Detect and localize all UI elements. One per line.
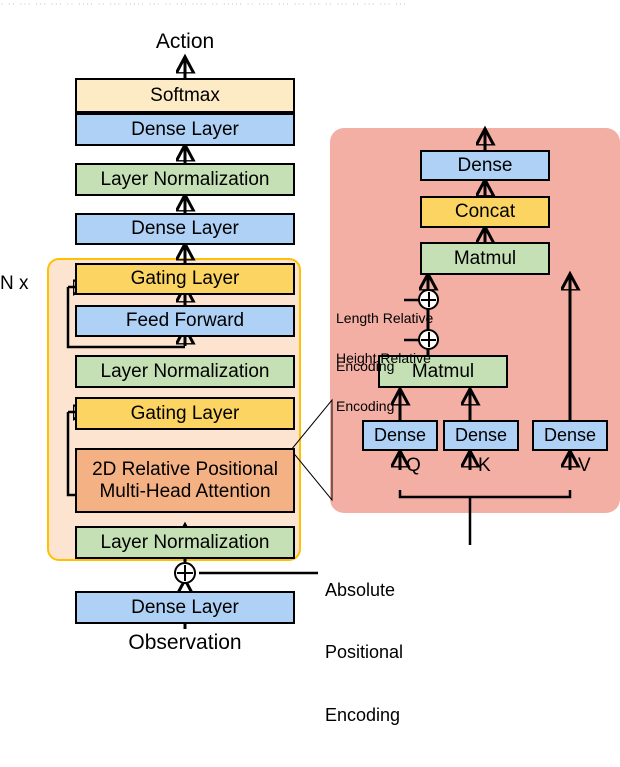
detail-block-dense-v[interactable]: Dense bbox=[532, 420, 608, 451]
block-dense-top[interactable]: Dense Layer bbox=[75, 113, 295, 146]
block-label: Layer Normalization bbox=[100, 168, 270, 190]
lre-line-1: Length Relative bbox=[336, 310, 434, 327]
hre-line-1: Height Relative bbox=[336, 350, 431, 367]
absolute-positional-encoding-label: Absolute Positional Encoding bbox=[325, 539, 403, 767]
block-label: Gating Layer bbox=[130, 268, 240, 290]
top-caption-faded: · ·· ··· ··· ··· ·· ···· ·· ··· ····· ··… bbox=[0, 0, 407, 10]
block-label: Dense bbox=[373, 425, 427, 446]
lre-line-2: Encoding bbox=[336, 358, 395, 375]
block-layernorm-mid[interactable]: Layer Normalization bbox=[75, 355, 295, 388]
block-feed-forward[interactable]: Feed Forward bbox=[75, 305, 295, 337]
block-label: Gating Layer bbox=[130, 402, 240, 424]
block-label: Matmul bbox=[411, 360, 475, 382]
output-label-action: Action bbox=[155, 30, 215, 53]
block-label: Dense Layer bbox=[131, 596, 239, 618]
block-label: Dense Layer bbox=[131, 218, 239, 240]
block-2d-relative-positional-attention[interactable]: 2D Relative Positional Multi-Head Attent… bbox=[75, 448, 295, 513]
ape-line-1: Absolute bbox=[325, 580, 396, 601]
ape-line-2: Positional bbox=[325, 642, 404, 663]
add-length-relative-encoding[interactable] bbox=[418, 289, 439, 310]
detail-block-matmul-top[interactable]: Matmul bbox=[420, 242, 550, 275]
v-label: V bbox=[578, 455, 591, 476]
block-label: 2D Relative Positional Multi-Head Attent… bbox=[92, 459, 278, 502]
block-label: Dense bbox=[457, 154, 513, 176]
block-label: Dense bbox=[543, 425, 597, 446]
ape-line-3: Encoding bbox=[325, 704, 401, 725]
block-dense-second[interactable]: Dense Layer bbox=[75, 213, 295, 245]
block-softmax[interactable]: Softmax bbox=[75, 78, 295, 113]
block-label: Dense Layer bbox=[131, 118, 239, 140]
block-label: Matmul bbox=[453, 247, 517, 269]
hre-line-2: Encoding bbox=[336, 398, 395, 415]
block-layernorm-top[interactable]: Layer Normalization bbox=[75, 163, 295, 196]
figure-canvas: · ·· ··· ··· ··· ·· ···· ·· ··· ····· ··… bbox=[0, 0, 620, 725]
block-label: Layer Normalization bbox=[100, 360, 270, 382]
k-label: K bbox=[478, 455, 491, 476]
detail-block-dense-q[interactable]: Dense bbox=[362, 420, 438, 451]
detail-block-dense-out[interactable]: Dense bbox=[420, 150, 550, 181]
block-label: Dense bbox=[454, 425, 508, 446]
block-gating-lower[interactable]: Gating Layer bbox=[75, 397, 295, 430]
detail-block-matmul-bottom[interactable]: Matmul bbox=[378, 355, 508, 388]
length-relative-encoding-label: Length Relative Encoding bbox=[336, 278, 433, 407]
q-label: Q bbox=[406, 455, 421, 476]
detail-block-concat[interactable]: Concat bbox=[420, 196, 550, 228]
block-label: Feed Forward bbox=[125, 310, 245, 332]
block-label: Layer Normalization bbox=[100, 531, 270, 553]
block-layernorm-bottom[interactable]: Layer Normalization bbox=[75, 526, 295, 559]
height-relative-encoding-label: Height Relative Encoding bbox=[336, 318, 431, 447]
block-label: Softmax bbox=[150, 84, 220, 106]
input-label-observation: Observation bbox=[128, 631, 242, 654]
detail-block-dense-k[interactable]: Dense bbox=[443, 420, 519, 451]
add-height-relative-encoding[interactable] bbox=[418, 329, 439, 350]
block-dense-bottom[interactable]: Dense Layer bbox=[75, 591, 295, 624]
block-gating-upper[interactable]: Gating Layer bbox=[75, 263, 295, 295]
block-label: Concat bbox=[454, 201, 516, 223]
repeat-count-label: N x bbox=[0, 273, 29, 294]
add-absolute-positional-encoding[interactable] bbox=[174, 562, 196, 584]
